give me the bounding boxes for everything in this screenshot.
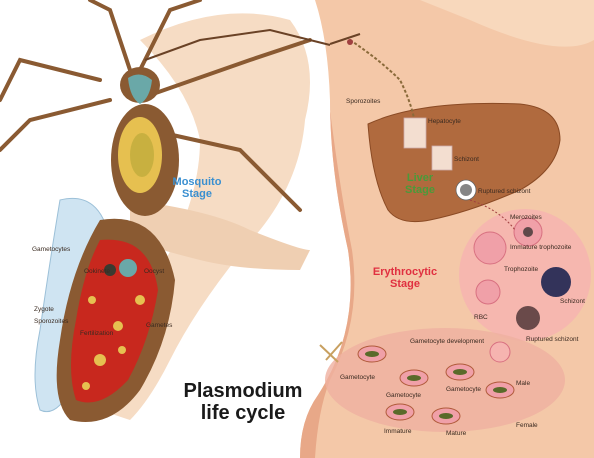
- label-ery-schizont: Schizont: [560, 298, 585, 305]
- label-trophozoite: Trophozoite: [504, 266, 538, 273]
- oocyst: [119, 259, 137, 277]
- label-gametocyte-male: Male: [516, 380, 530, 387]
- rbc-4: [476, 280, 500, 304]
- label-ery-ruptured: Ruptured schizont: [526, 336, 578, 343]
- label-ruptured-schizont-liver: Ruptured schizont: [478, 188, 530, 195]
- liver-stage-line2: Stage: [395, 184, 445, 196]
- label-wing: Gametocytes: [32, 246, 70, 253]
- label-fertilization: Fertilization: [80, 330, 113, 337]
- erythrocytic-stage-title: Erythrocytic Stage: [360, 266, 450, 290]
- mosquito-stage-line1: Mosquito: [162, 176, 232, 188]
- label-gametes: Gametes: [146, 322, 172, 329]
- label-immature-trophozoite: Immature trophozoite: [510, 244, 571, 251]
- label-sporozoites-mosquito: Sporozoites: [34, 318, 68, 325]
- label-gametocyte-mature: Mature: [446, 430, 466, 437]
- label-rbc: RBC: [474, 314, 488, 321]
- label-skin-sporozoites: Sporozoites: [346, 98, 380, 105]
- label-oocyst: Oocyst: [144, 268, 164, 275]
- label-gametocyte-header: Gametocyte development: [410, 338, 484, 345]
- rbc-1: [474, 232, 506, 264]
- erythrocytic-stage-line2: Stage: [360, 278, 450, 290]
- label-merozoites: Merozoites: [510, 214, 542, 221]
- liver-inset-1: [404, 118, 426, 148]
- title-line1: Plasmodium: [168, 380, 318, 402]
- liver-stage-line1: Liver: [395, 172, 445, 184]
- mosquito-stage-line2: Stage: [162, 188, 232, 200]
- title-line2: life cycle: [168, 402, 318, 424]
- rbc-5: [516, 306, 540, 330]
- blood-vessel-cell: [490, 342, 510, 362]
- label-liver-schizont: Schizont: [454, 156, 479, 163]
- diagram-title: Plasmodium life cycle: [168, 380, 318, 424]
- mosquito-stage-title: Mosquito Stage: [162, 176, 232, 200]
- label-gametocyte-2: Gametocyte: [386, 392, 421, 399]
- label-ookinete: Ookinete: [84, 268, 110, 275]
- label-gametocyte-1: Gametocyte: [340, 374, 375, 381]
- label-gametocyte-immature: Immature: [384, 428, 411, 435]
- erythrocytic-stage-line1: Erythrocytic: [360, 266, 450, 278]
- label-gametocyte-3: Gametocyte: [446, 386, 481, 393]
- rbc-3: [541, 267, 571, 297]
- label-gametocyte-female: Female: [516, 422, 538, 429]
- label-hepatocyte: Hepatocyte: [428, 118, 461, 125]
- liver-inset-2: [432, 146, 452, 170]
- liver-stage-title: Liver Stage: [395, 172, 445, 196]
- label-zygote: Zygote: [34, 306, 54, 313]
